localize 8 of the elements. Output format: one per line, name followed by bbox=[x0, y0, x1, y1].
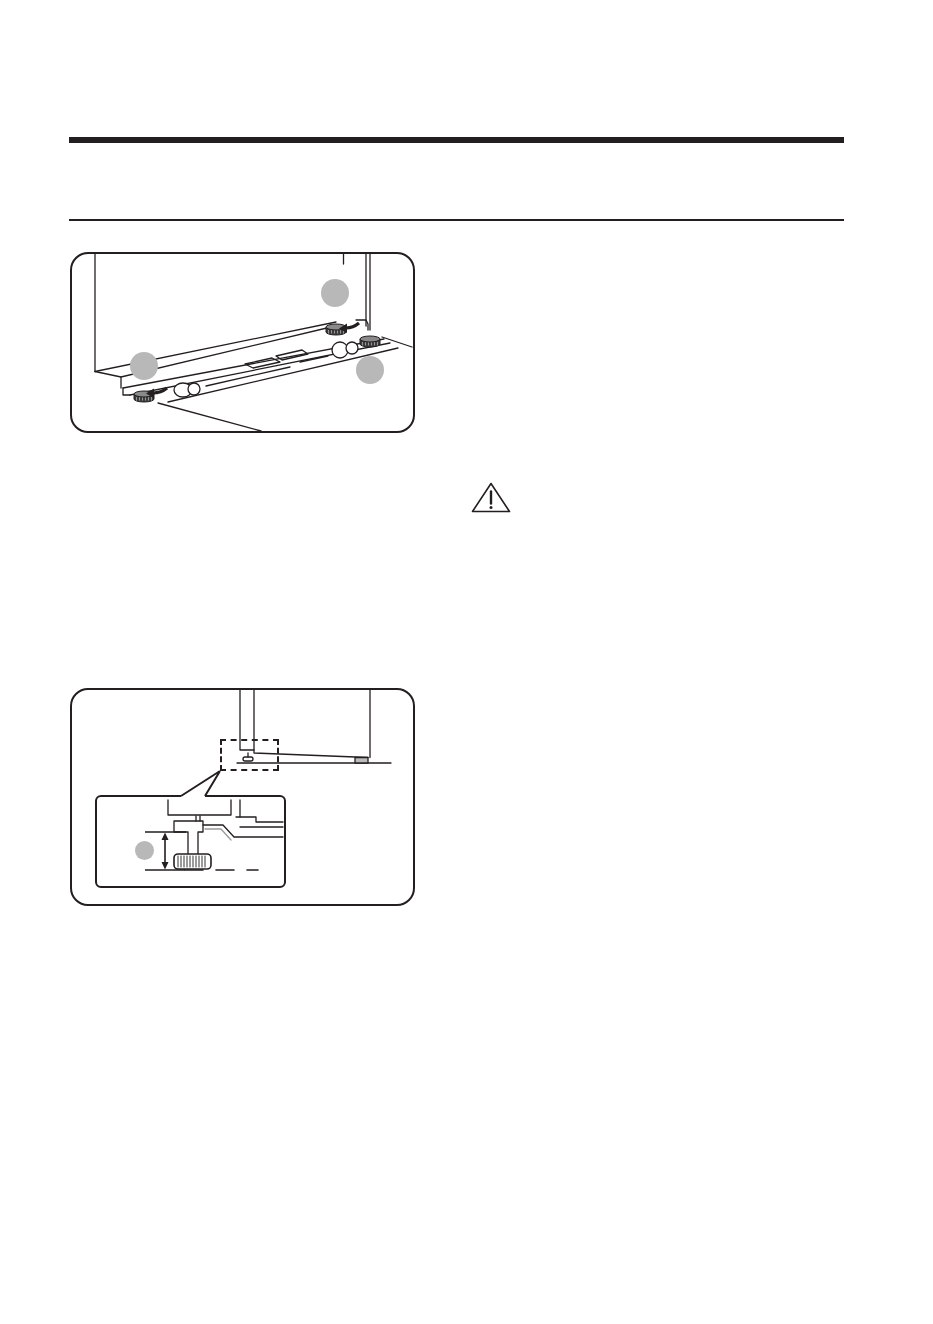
magnified-inset bbox=[95, 795, 286, 888]
callout-marker bbox=[356, 356, 384, 384]
detail-frame bbox=[220, 739, 279, 771]
illustration-panel bbox=[70, 688, 415, 906]
callout-marker bbox=[135, 841, 154, 860]
callout-marker bbox=[320, 279, 349, 307]
callout-marker bbox=[129, 352, 158, 380]
callout-pointer bbox=[180, 770, 221, 797]
